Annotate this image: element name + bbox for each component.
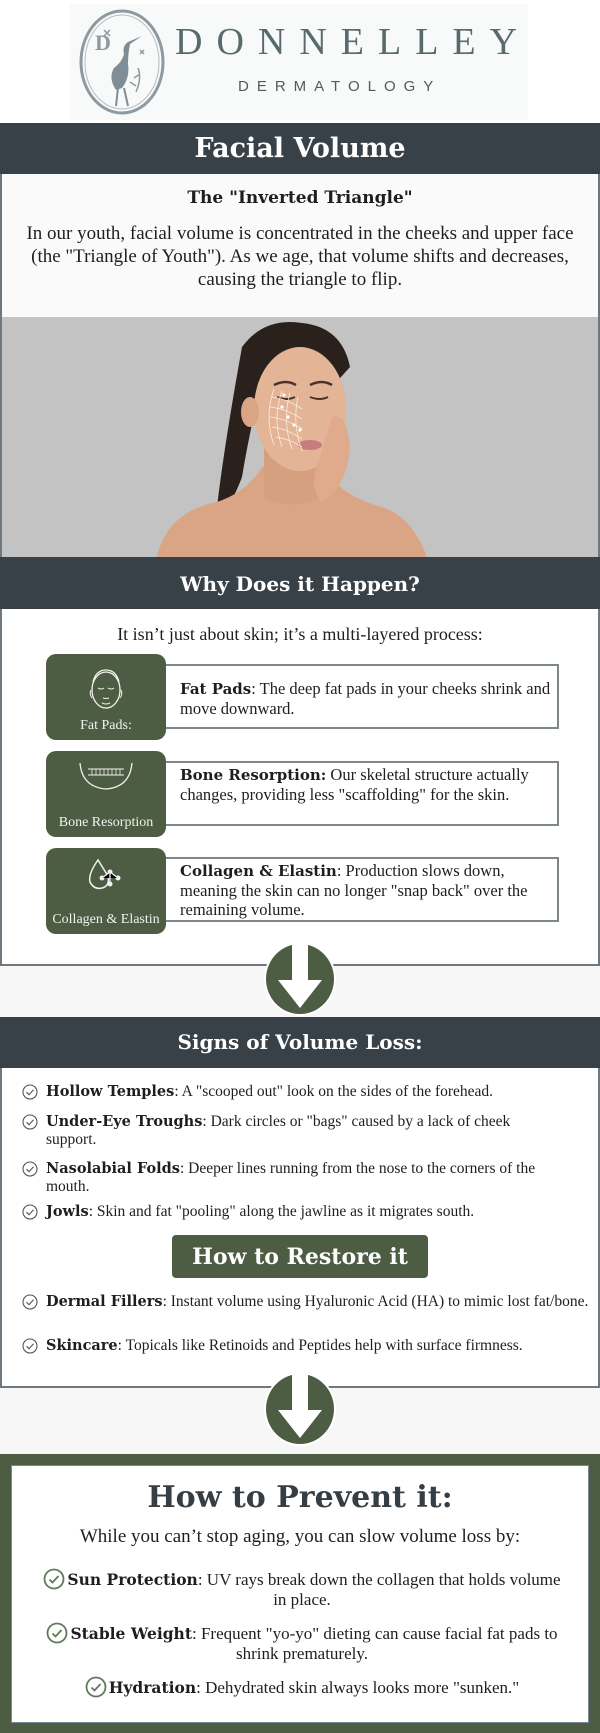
face-icon [89,669,123,709]
restore-term: Skincare [46,1337,118,1354]
tile-label-bone-resorption: Bone Resorption [58,815,154,830]
sign-desc: : Deeper lines running from the nose to … [46,1160,536,1195]
card-desc: : The deep fat pads in your cheeks shrin… [180,679,551,718]
check-circle-icon [44,1568,65,1590]
jawbone-icon [79,762,133,790]
sign-item-hollow-temples: Hollow Temples: A "scooped out" look on … [22,1083,600,1101]
check-circle-icon [85,1676,107,1698]
tile-fat-pads: Fat Pads: [46,654,166,740]
intro-body: In our youth, facial volume is concentra… [26,223,574,290]
molecule-drop-icon [88,858,121,890]
card-term: Fat Pads [180,680,252,698]
restore-item-skincare: Skincare: Topicals like Retinoids and Pe… [22,1337,600,1355]
sign-term: Nasolabial Folds [46,1160,180,1177]
why-intro: It isn’t just about skin; it’s a multi-l… [117,624,483,644]
card-desc: Our skeletal structure actually changes,… [180,765,529,804]
sign-item-nasolabial-folds: Nasolabial Folds: Deeper lines running f… [22,1160,571,1196]
sign-term: Jowls [46,1203,89,1220]
sign-term: Under-Eye Troughs [46,1113,203,1130]
card-fat-pads [162,664,559,729]
section-title-signs: Signs of Volume Loss: [0,1017,600,1068]
card-term: Bone Resorption: [180,766,327,784]
logo-panel [70,4,528,120]
card-text-fat-pads: Fat Pads: The deep fat pads in your chee… [180,679,552,718]
card-text-bone-resorption: Bone Resorption: Our skeletal structure … [180,765,552,804]
tile-label-fat-pads: Fat Pads: [80,718,132,733]
crane-emblem-icon: D [78,8,166,116]
prevent-desc: : Frequent "yo-yo" dieting can cause fac… [191,1624,558,1663]
sign-desc: : Skin and fat "pooling" along the jawli… [88,1203,475,1220]
restore-term: Dermal Fillers [46,1293,163,1310]
prevent-term: Stable Weight [70,1624,192,1643]
card-text-collagen-elastin: Collagen & Elastin: Production slows dow… [180,861,552,919]
prevent-item-sun-protection: Sun Protection: UV rays break down the c… [42,1568,562,1609]
prevent-title: How to Prevent it: [147,1480,453,1515]
prevent-desc: : UV rays break down the collagen that h… [197,1570,561,1609]
check-circle-icon [22,1204,38,1220]
section-title-why: Why Does it Happen? [0,557,600,609]
tile-collagen-elastin: Collagen & Elastin [46,848,166,934]
brand-subtitle: DERMATOLOGY [238,78,442,95]
prevent-panel: How to Prevent it: While you can’t stop … [11,1465,589,1723]
prevent-term: Hydration [108,1678,197,1697]
check-circle-icon [22,1338,38,1354]
sign-item-under-eye-troughs: Under-Eye Troughs: Dark circles or "bags… [22,1113,536,1149]
restore-desc: : Topicals like Retinoids and Peptides h… [117,1337,523,1354]
prevent-desc: : Dehydrated skin always looks more "sun… [196,1678,520,1697]
hero-photo [0,317,600,557]
check-circle-icon [47,1622,68,1644]
woman-face-photo-icon [2,317,598,557]
card-desc: : Production slows down, meaning the ski… [180,861,528,919]
card-collagen-elastin [162,857,559,922]
prevent-item-stable-weight: Stable Weight: Frequent "yo-yo" dieting … [42,1622,562,1663]
intro-subtitle: The "Inverted Triangle" [187,188,413,208]
section-title-facial-volume: Facial Volume [0,123,600,174]
arrow-down-icon [264,1372,336,1446]
svg-text:D: D [95,30,111,55]
tile-bone-resorption: Bone Resorption [46,751,166,837]
sign-desc: : A "scooped out" look on the sides of t… [174,1083,494,1100]
check-circle-icon [22,1161,38,1177]
prevent-term: Sun Protection [67,1570,198,1589]
brand-name: DONNELLEY [175,21,532,63]
card-bone-resorption [162,761,559,826]
check-circle-icon [22,1084,38,1100]
restore-heading-badge: How to Restore it [172,1235,428,1278]
prevent-item-hydration: Hydration: Dehydrated skin always looks … [42,1676,562,1698]
why-panel: It isn’t just about skin; it’s a multi-l… [0,609,600,966]
card-term: Collagen & Elastin [180,862,337,880]
sign-term: Hollow Temples [46,1083,175,1100]
check-circle-icon [22,1114,38,1130]
restore-desc: : Instant volume using Hyaluronic Acid (… [162,1293,589,1310]
sign-item-jowls: Jowls: Skin and fat "pooling" along the … [22,1203,600,1221]
intro-panel: The "Inverted Triangle" In our youth, fa… [0,174,600,317]
check-circle-icon [22,1294,38,1310]
restore-item-dermal-fillers: Dermal Fillers: Instant volume using Hya… [22,1293,600,1311]
tile-label-collagen-elastin: Collagen & Elastin [52,912,160,927]
prevent-subtitle: While you can’t stop aging, you can slow… [79,1526,521,1547]
signs-panel [0,1068,600,1388]
sign-desc: : Dark circles or "bags" caused by a lac… [46,1113,511,1148]
arrow-down-icon [264,942,336,1016]
